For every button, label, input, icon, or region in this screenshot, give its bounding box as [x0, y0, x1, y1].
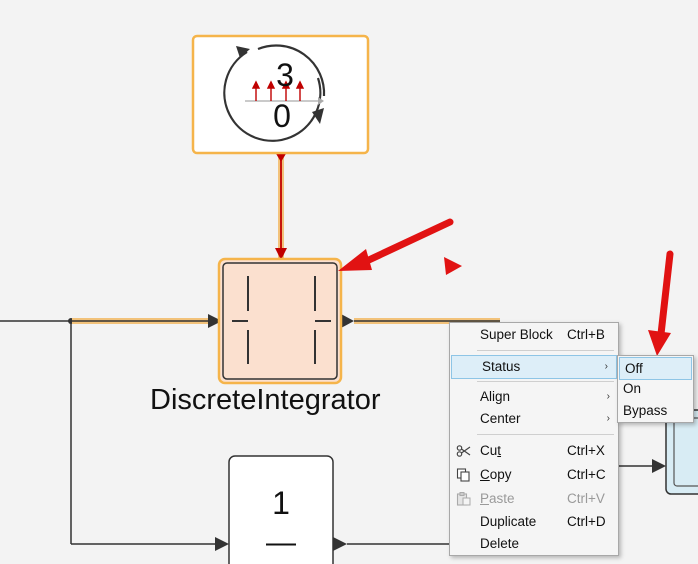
menu-item-status[interactable]: Status › — [451, 355, 617, 379]
gain-block[interactable]: 1 — — [228, 455, 334, 564]
menu-item-shortcut: Ctrl+B — [567, 327, 605, 342]
menu-item-shortcut: Ctrl+X — [567, 443, 605, 458]
clock-block[interactable]: 3 0 — [191, 34, 370, 155]
menu-item-label: Center — [480, 411, 521, 426]
paste-icon — [456, 492, 471, 506]
menu-item-shortcut: Ctrl+V — [567, 491, 605, 506]
submenu-item-label: On — [623, 381, 642, 396]
submenu-item-bypass[interactable]: Bypass — [618, 400, 693, 421]
menu-separator — [477, 381, 614, 382]
annotation-arrow-off — [648, 250, 674, 356]
context-menu: Super Block Ctrl+B Status › Align › Cent… — [449, 322, 619, 556]
signal-line-output[interactable] — [341, 314, 500, 328]
menu-item-label: Status — [482, 359, 521, 374]
menu-item-label: Copy — [480, 467, 512, 482]
menu-item-label: Paste — [480, 491, 515, 506]
menu-item-copy[interactable]: Copy Ctrl+C — [450, 464, 618, 486]
clock-bottom-value: 0 — [273, 98, 291, 134]
submenu-chevron-icon: › — [606, 391, 610, 402]
menu-item-label: Super Block — [480, 327, 553, 342]
menu-item-label: Align — [480, 389, 511, 404]
submenu-item-label: Bypass — [623, 403, 668, 418]
menu-item-shortcut: Ctrl+D — [567, 514, 606, 529]
annotation-arrowhead-small — [444, 257, 462, 275]
gain-bar: — — [266, 526, 296, 559]
menu-item-super-block[interactable]: Super Block Ctrl+B — [450, 324, 618, 346]
gain-numerator: 1 — [272, 485, 290, 521]
submenu-chevron-icon: › — [604, 361, 608, 372]
event-link[interactable] — [275, 152, 287, 260]
menu-item-paste[interactable]: Paste Ctrl+V — [450, 488, 618, 510]
menu-item-center[interactable]: Center › — [450, 408, 618, 430]
signal-line-input[interactable] — [0, 314, 222, 328]
menu-separator — [477, 434, 614, 435]
submenu-item-on[interactable]: On — [618, 378, 693, 399]
signal-line-feedback[interactable] — [70, 321, 229, 551]
clock-cycle-icon — [223, 44, 326, 142]
integrator-symbol-icon — [232, 276, 331, 364]
menu-item-duplicate[interactable]: Duplicate Ctrl+D — [450, 511, 618, 533]
submenu-chevron-icon: › — [606, 413, 610, 424]
copy-icon — [456, 468, 470, 482]
menu-separator — [477, 350, 614, 351]
menu-item-align[interactable]: Align › — [450, 386, 618, 408]
signal-line-gain-output[interactable] — [333, 537, 452, 551]
menu-item-shortcut: Ctrl+C — [567, 467, 606, 482]
integrator-label: DiscreteIntegrator — [150, 384, 381, 416]
menu-item-label: Duplicate — [480, 514, 537, 529]
discrete-integrator-block[interactable] — [217, 257, 343, 385]
clock-top-value: 3 — [276, 57, 294, 93]
scissors-icon — [456, 445, 471, 457]
signal-line-right-block[interactable] — [617, 459, 666, 473]
menu-item-cut[interactable]: Cut Ctrl+X — [450, 440, 618, 462]
menu-item-label: Delete — [480, 536, 520, 551]
annotation-arrow-integrator — [338, 218, 454, 271]
submenu-item-label: Off — [625, 361, 643, 376]
status-submenu: Off On Bypass — [617, 355, 694, 423]
menu-item-label: Cut — [480, 443, 502, 458]
submenu-item-off[interactable]: Off — [619, 357, 692, 380]
menu-item-delete[interactable]: Delete — [450, 533, 618, 555]
